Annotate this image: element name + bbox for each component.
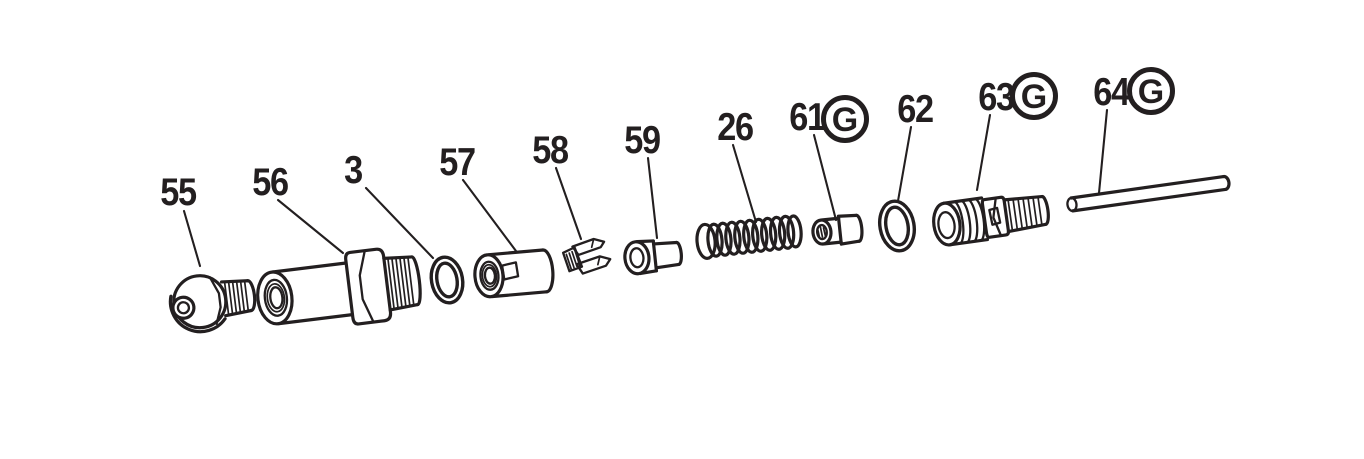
g-marker-circle-64 [1127, 67, 1175, 115]
part-label-3: 3 [344, 148, 363, 192]
leader-line-59 [646, 156, 659, 240]
leader-line-55 [182, 209, 202, 268]
g-marker-circle-63 [1010, 72, 1058, 120]
part-3-drawing [429, 255, 465, 305]
part-26-drawing [695, 214, 803, 260]
g-marker-circle-61 [821, 95, 869, 143]
part-62-drawing [878, 199, 916, 253]
part-label-62: 62 [897, 87, 933, 131]
leader-line-57 [461, 178, 518, 253]
leader-line-63 [975, 113, 992, 192]
g-marker-label-61: G [832, 101, 858, 139]
leader-line-58 [554, 166, 583, 241]
callout-61: 61 G [789, 95, 869, 246]
part-label-64: 64 [1093, 70, 1130, 114]
leader-line-62 [896, 125, 913, 203]
callout-58: 58 [532, 128, 612, 275]
callout-3: 3 [344, 148, 465, 305]
callout-55: 55 [160, 170, 257, 334]
part-label-26: 26 [717, 105, 753, 149]
part-56-drawing [256, 247, 422, 326]
leader-line-64 [1097, 108, 1109, 195]
part-55-drawing [168, 274, 257, 334]
part-61-drawing [811, 213, 864, 246]
callout-56: 56 [252, 160, 422, 326]
part-label-63: 63 [978, 75, 1014, 119]
callout-26: 26 [695, 105, 803, 260]
part-58-drawing [561, 237, 612, 275]
callout-64: 64 G [1066, 67, 1231, 213]
leader-line-61 [812, 133, 838, 222]
part-label-56: 56 [252, 160, 288, 204]
callout-57: 57 [439, 140, 555, 299]
leader-line-3 [364, 186, 435, 260]
part-64-drawing [1066, 174, 1231, 213]
callout-62: 62 [878, 87, 934, 253]
part-label-57: 57 [439, 140, 475, 184]
part-label-55: 55 [160, 170, 196, 214]
part-label-59: 59 [624, 118, 660, 162]
part-59-drawing [623, 239, 683, 276]
part-label-61: 61 [789, 95, 825, 139]
part-63-drawing [932, 194, 1050, 247]
part-label-58: 58 [532, 128, 568, 172]
callout-63: 63 G [932, 72, 1058, 247]
part-57-drawing [473, 248, 555, 299]
g-marker-label-63: G [1021, 78, 1047, 116]
g-marker-label-64: G [1138, 73, 1164, 111]
leader-line-56 [276, 198, 345, 255]
callout-59: 59 [623, 118, 683, 276]
leader-line-26 [731, 143, 758, 224]
